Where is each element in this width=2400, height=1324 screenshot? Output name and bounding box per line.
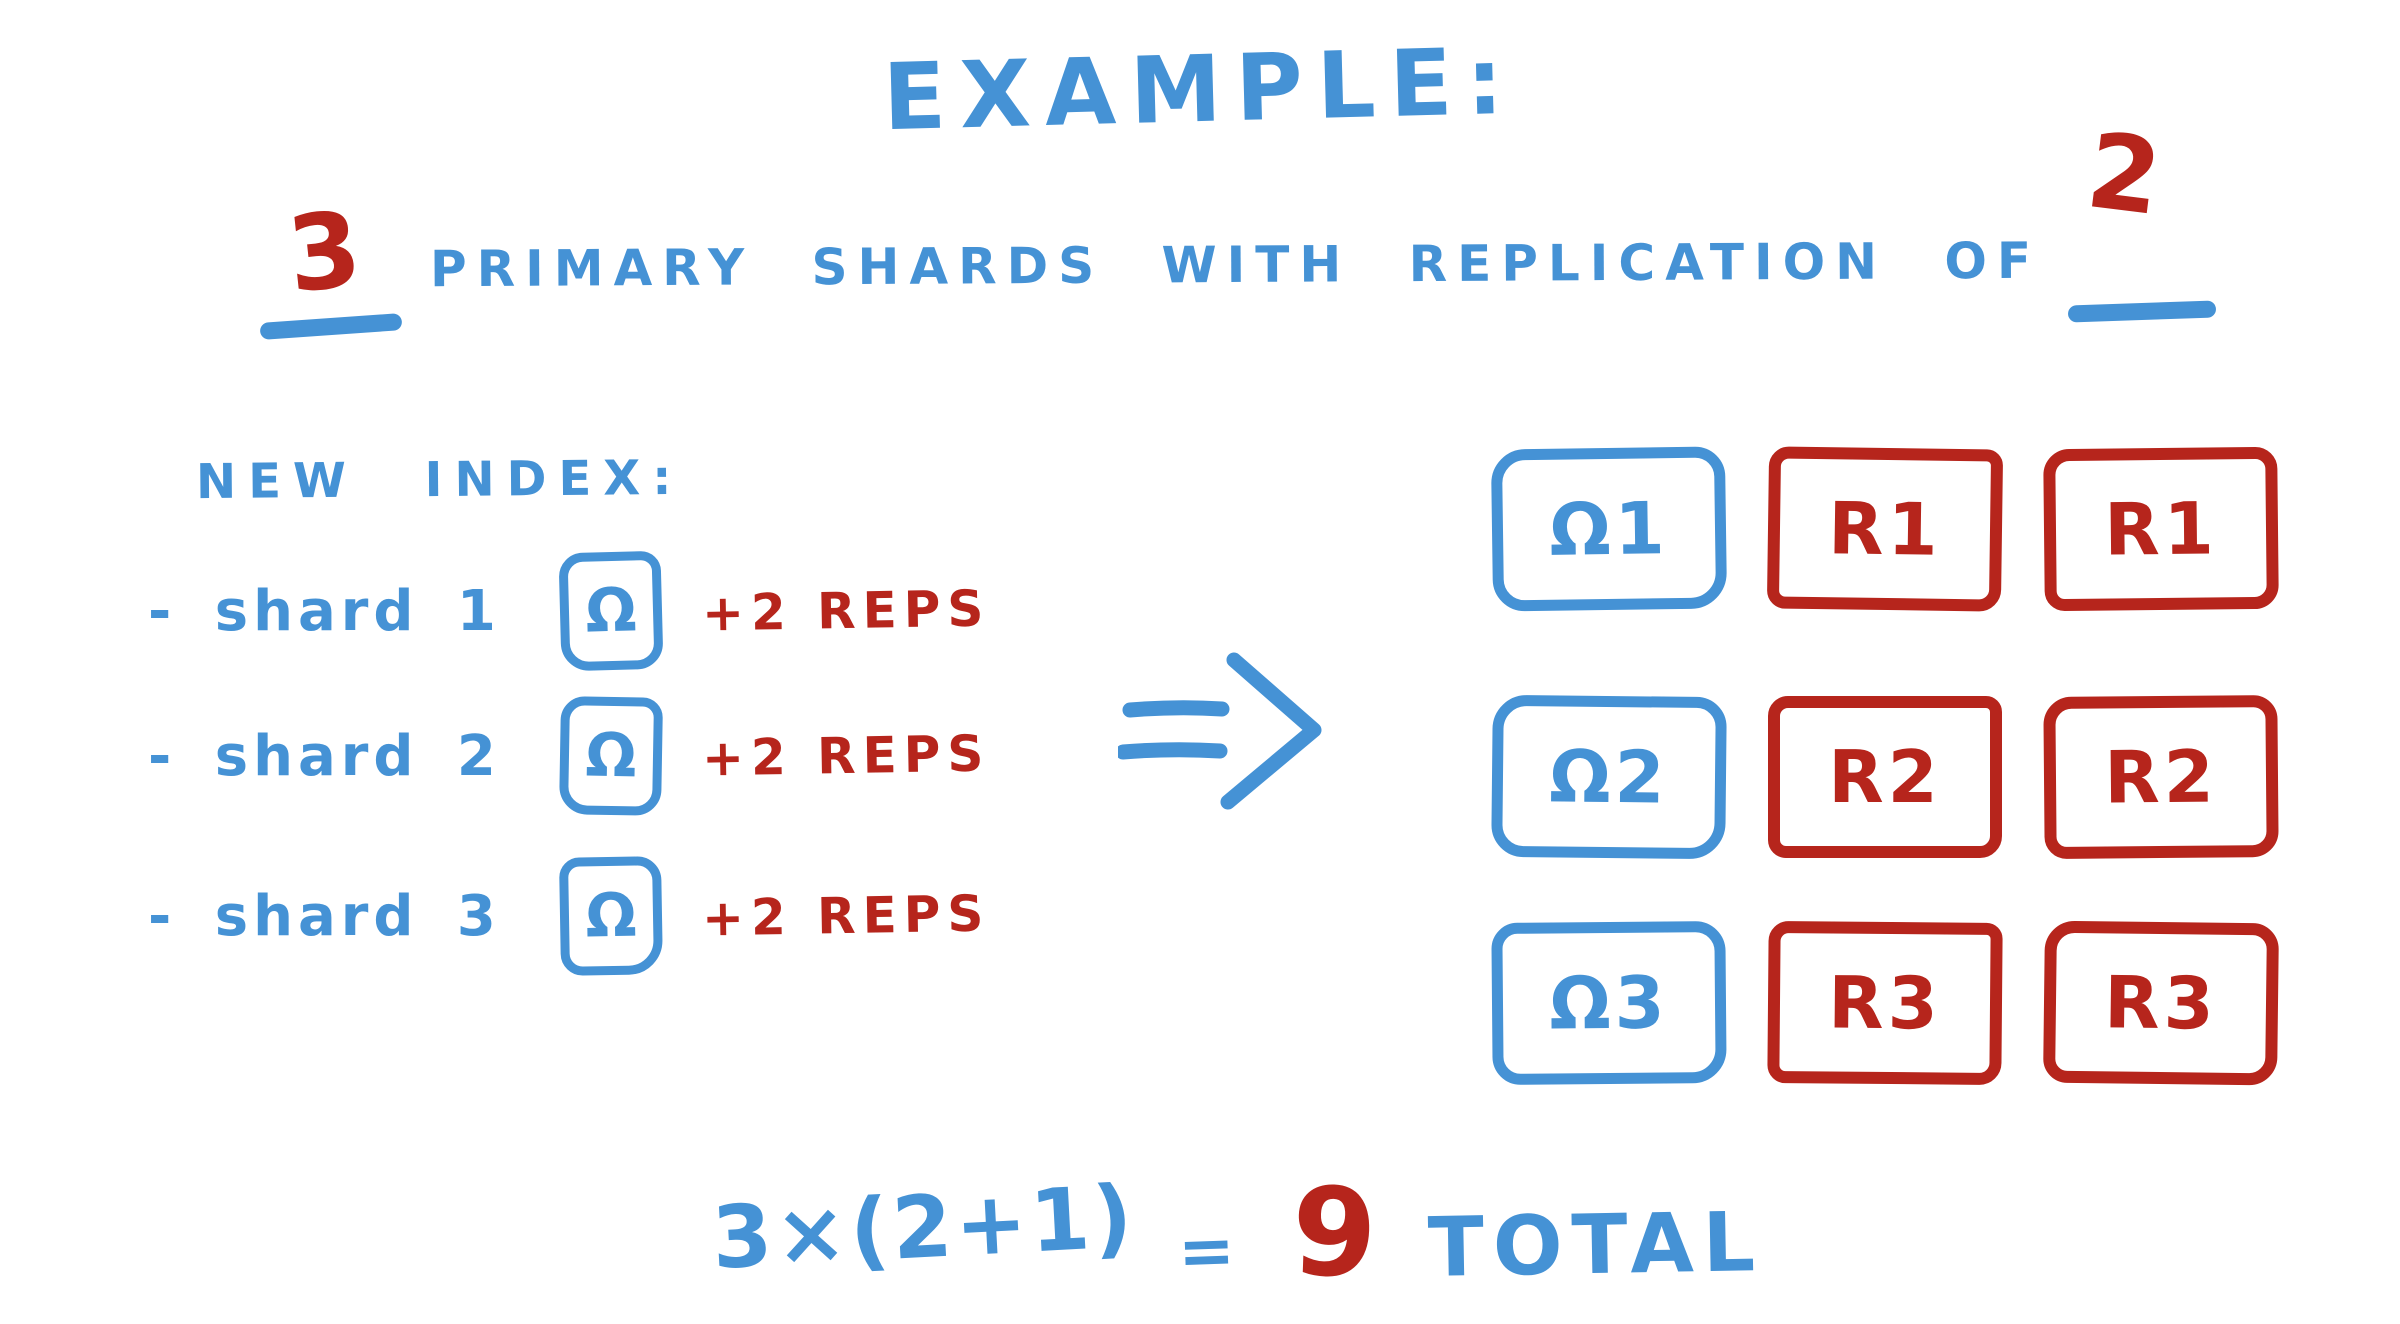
shard-label: - shard 2 [148, 723, 501, 789]
shard-list-item-1: - shard 1 Ω +2 REPS [148, 545, 991, 677]
shard-list-item-3: - shard 3 Ω +2 REPS [148, 850, 991, 982]
shard-label: - shard 1 [148, 578, 501, 644]
primary-shard-box: Ω2 [1491, 694, 1727, 860]
primary-shard-box: Ω3 [1491, 920, 1727, 1086]
replica-shard-box: R2 [1768, 696, 2002, 858]
omega-symbol: Ω [584, 575, 638, 647]
formula-total-label: TOTAL [1427, 1195, 1765, 1296]
double-arrow-icon [1118, 652, 1322, 810]
shard-label: - shard 3 [148, 883, 501, 949]
reps-label: +2 REPS [701, 579, 991, 643]
shard-grid-row-1: Ω1 R1 R1 [1490, 446, 2279, 612]
underline-shard-count [259, 313, 403, 340]
primary-shard-icon: Ω [558, 696, 664, 816]
underline-replication-count [2067, 300, 2217, 323]
formula-result: 9 [1289, 1160, 1380, 1306]
replica-shard-box: R1 [2043, 446, 2279, 612]
replication-count: 2 [2080, 109, 2168, 239]
replica-shard-box: R2 [2043, 694, 2279, 860]
replica-shard-box: R3 [2043, 920, 2279, 1086]
formula-expression: 3×(2+1) [709, 1166, 1138, 1290]
new-index-heading: NEW INDEX: [195, 449, 684, 511]
primary-shard-box: Ω1 [1490, 446, 1728, 612]
primary-shard-count: 3 [281, 187, 367, 317]
replica-shard-box: R3 [1767, 920, 2003, 1086]
primary-shard-icon: Ω [558, 550, 664, 672]
omega-symbol: Ω [584, 880, 638, 952]
replica-shard-box: R1 [1766, 446, 2004, 612]
primary-shard-icon: Ω [558, 856, 664, 976]
omega-symbol: Ω [584, 720, 638, 792]
reps-label: +2 REPS [701, 884, 991, 948]
shard-grid-row-3: Ω3 R3 R3 [1491, 920, 2279, 1086]
subtitle-text: PRIMARY SHARDS WITH REPLICATION OF [429, 231, 2042, 299]
formula-equals-sign: = [1176, 1211, 1237, 1292]
shard-grid-row-2: Ω2 R2 R2 [1491, 694, 2279, 860]
page-title: EXAMPLE: [881, 27, 1519, 152]
reps-label: +2 REPS [701, 724, 991, 788]
shard-list-item-2: - shard 2 Ω +2 REPS [148, 690, 991, 822]
